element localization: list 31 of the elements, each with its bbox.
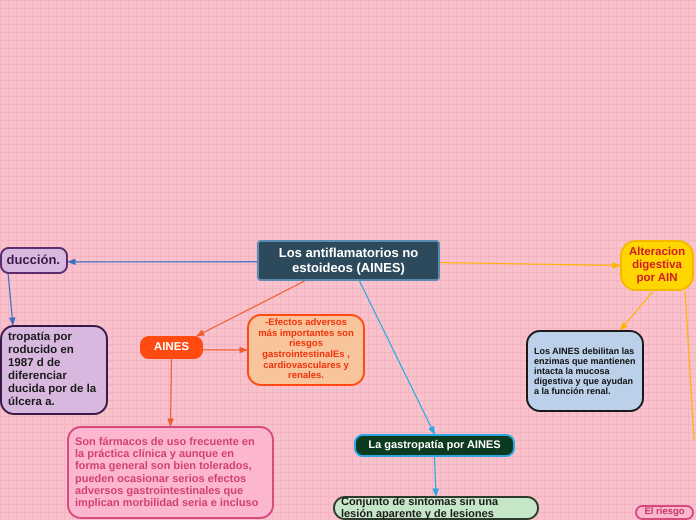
- node-text: El riesgo: [644, 507, 685, 518]
- node-text: Alteracion digestiva por AIN: [628, 246, 686, 285]
- node-text: AINES: [154, 341, 190, 354]
- topic-box: [0, 247, 68, 274]
- connector-arrow: [8, 274, 16, 326]
- connector-arrow: [432, 456, 440, 497]
- note-box: [635, 505, 694, 520]
- connector-arrow: [167, 359, 174, 427]
- connector-arrow: [203, 346, 248, 354]
- connector-arrow: [358, 280, 436, 435]
- node-text: tropatía por roducido en 1987 d de diferenciar ducida por de la úlcera a.: [8, 331, 98, 409]
- topic-box: [140, 336, 203, 359]
- note-box: [526, 330, 644, 412]
- note-box: [333, 496, 539, 520]
- note-box: [67, 426, 274, 519]
- connector-arrow: [440, 262, 621, 269]
- node-text: La gastropatía por AINES: [368, 439, 501, 452]
- topic-box: [620, 240, 694, 291]
- node-text: Los AINES debilitan las enzimas que mantienen intacta la mucosa digestiva y que ayudan a la función renal.: [534, 346, 636, 396]
- note-box: [0, 325, 108, 415]
- node-text: Son fármacos de uso frecuente en la práctica clínica y aunque en forma general son bien tolerados, pueden ocasionar serios efectos adversos gastrointestinales que implican morbilidad seria e incluso: [75, 436, 260, 510]
- note-box: [247, 314, 365, 386]
- topic-box: [354, 434, 515, 457]
- connector-arrow: [620, 290, 654, 331]
- node-text: Conjunto de síntomas sin una lesión aparente y de lesiones: [341, 496, 500, 520]
- connector-arrow: [67, 258, 257, 266]
- topic-box: [257, 240, 440, 281]
- node-text: Los antiflamatorios no estoideos (AINES): [278, 246, 420, 276]
- node-text: -Efectos adversos más importantes son riesgos gastrointestinalEs , cardiovasculares y renales.: [257, 318, 355, 382]
- connector-arrow: [196, 280, 305, 337]
- node-text: ducción.: [6, 253, 60, 268]
